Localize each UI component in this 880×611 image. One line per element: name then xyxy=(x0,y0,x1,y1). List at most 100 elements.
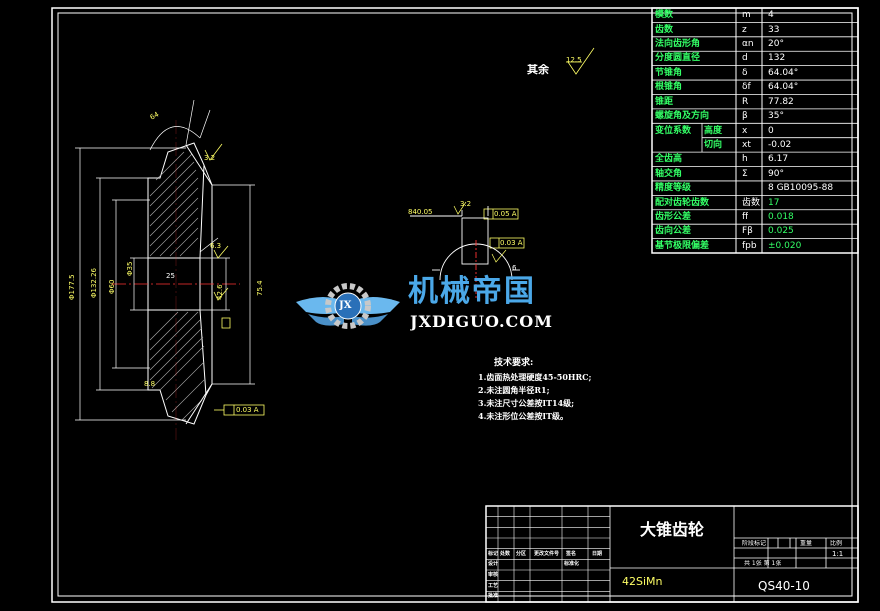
watermark-url: JXDIGUO.COM xyxy=(410,312,553,331)
param-sublabel: 高度 xyxy=(704,125,723,136)
param-symbol: m xyxy=(742,10,751,21)
param-label: 齿形公差 xyxy=(655,211,692,222)
dim-outer-diameter: Φ177.5 xyxy=(68,274,76,300)
param-label: 法向齿形角 xyxy=(655,39,701,50)
param-table-grid xyxy=(651,7,859,254)
part-name: 大锥齿轮 xyxy=(640,520,705,539)
key-dimension: 840.05 xyxy=(408,208,433,216)
param-symbol: δf xyxy=(742,82,751,93)
revision-header: 签名 xyxy=(566,550,577,557)
drawing-number: QS40-10 xyxy=(758,579,810,593)
dim-hub-diameter: Φ60 xyxy=(108,279,116,294)
revision-header: 处数 xyxy=(500,550,511,557)
param-symbol: d xyxy=(742,53,748,64)
param-label: 配对齿轮齿数 xyxy=(655,197,710,208)
param-symbol: xt xyxy=(742,139,751,150)
scale-value: 1:1 xyxy=(832,550,844,558)
gear-cross-section xyxy=(147,142,213,425)
dim-pitch-diameter: Φ132.26 xyxy=(90,267,98,298)
param-value: 0.018 xyxy=(768,211,794,222)
dim-bore-length: 25 xyxy=(166,272,175,280)
title-block-grid xyxy=(485,505,859,603)
param-label: 节锥角 xyxy=(655,67,683,78)
outer-border xyxy=(51,7,859,603)
tech-req-item: 1.齿面热处理硬度45-50HRC; xyxy=(478,372,592,382)
param-symbol: αn xyxy=(742,39,754,50)
dim-height: 75.4 xyxy=(256,280,264,296)
tech-req-item: 2.未注圆角半径R1; xyxy=(478,385,550,395)
param-label: 分度圆直径 xyxy=(655,53,701,64)
roughness-symbols xyxy=(204,47,595,301)
param-symbol: z xyxy=(742,24,747,35)
param-label: 根锥角 xyxy=(655,82,683,93)
tol-symmetry: 0.05 A xyxy=(494,210,517,218)
param-value: 0.025 xyxy=(768,226,794,237)
revision-header: 分区 xyxy=(516,550,527,557)
key-roughness: 3.2 xyxy=(460,200,472,208)
param-label: 齿数 xyxy=(655,24,674,35)
stage-label: 阶段标记 xyxy=(742,540,767,547)
param-value: 8 GB10095-88 xyxy=(768,183,834,194)
revision-header: 日期 xyxy=(592,550,603,557)
param-value: 64.04° xyxy=(768,82,799,93)
param-symbol: h xyxy=(742,154,748,165)
param-value: 90° xyxy=(768,168,784,179)
roughness-main-value: 12.5 xyxy=(566,56,582,64)
remaining-roughness-label: 其余 xyxy=(527,64,549,76)
tech-req-item: 3.未注尺寸公差按IT14级; xyxy=(478,398,575,408)
tech-req-item: 4.未注形位公差按IT级。 xyxy=(478,411,569,421)
signoff-label: 批准 xyxy=(488,593,499,600)
param-label: 变位系数 xyxy=(655,125,692,136)
roughness-tooth: 3.2 xyxy=(204,154,216,162)
param-label: 齿向公差 xyxy=(655,226,692,237)
sheet-info: 共 1张 第 1张 xyxy=(744,560,782,567)
param-symbol: β xyxy=(742,111,748,122)
watermark-title: 机械帝国 xyxy=(408,274,536,309)
param-value: 17 xyxy=(768,197,780,208)
standardization-label: 标准化 xyxy=(564,561,580,568)
param-value: 35° xyxy=(768,111,784,122)
param-symbol: ff xyxy=(742,211,749,222)
param-value: 20° xyxy=(768,39,784,50)
dim-bore: Φ35 xyxy=(126,261,134,276)
tolerance-frames xyxy=(214,208,525,416)
revision-header: 更改文件号 xyxy=(534,550,560,557)
key-depth: 6 xyxy=(512,264,517,272)
keyway-detail xyxy=(410,206,520,300)
inner-border xyxy=(57,12,853,597)
signoff-label: 工艺 xyxy=(488,582,499,589)
param-symbol: Fβ xyxy=(742,226,753,237)
param-value: -0.02 xyxy=(768,139,792,150)
param-label: 全齿高 xyxy=(655,154,683,165)
signoff-label: 设计 xyxy=(488,561,499,568)
param-value: 132 xyxy=(768,53,786,64)
watermark-logo: JX 机械帝国 JXDIGUO.COM xyxy=(296,272,596,342)
param-value: 64.04° xyxy=(768,67,799,78)
weight-label: 重量 xyxy=(800,540,813,547)
material: 42SiMn xyxy=(622,575,663,588)
param-label: 精度等级 xyxy=(655,183,692,194)
param-symbol: R xyxy=(742,96,749,107)
param-sublabel: 切向 xyxy=(704,139,723,150)
dim-chamfer: 8.8 xyxy=(144,380,156,388)
param-value: 77.82 xyxy=(768,96,794,107)
param-value: 6.17 xyxy=(768,154,789,165)
param-symbol: x xyxy=(742,125,748,136)
param-label: 螺旋角及方向 xyxy=(655,111,710,122)
param-symbol: fpb xyxy=(742,240,757,251)
dimension-lines xyxy=(75,99,255,421)
tol-runout-2: 0.03 A xyxy=(500,239,523,247)
param-label: 轴交角 xyxy=(655,168,683,179)
watermark-badge: JX xyxy=(339,300,352,311)
param-value: ±0.020 xyxy=(768,240,802,251)
tol-runout-1: 0.03 A xyxy=(236,406,259,414)
signoff-label: 审核 xyxy=(488,572,499,578)
tech-req-title: 技术要求: xyxy=(494,358,534,368)
roughness-bore: 6.3 xyxy=(210,242,222,250)
scale-label: 比例 xyxy=(830,540,843,547)
param-symbol: Σ xyxy=(742,168,748,179)
dim-keyway-depth: 42.6 xyxy=(216,284,224,300)
param-value: 0 xyxy=(768,125,774,136)
